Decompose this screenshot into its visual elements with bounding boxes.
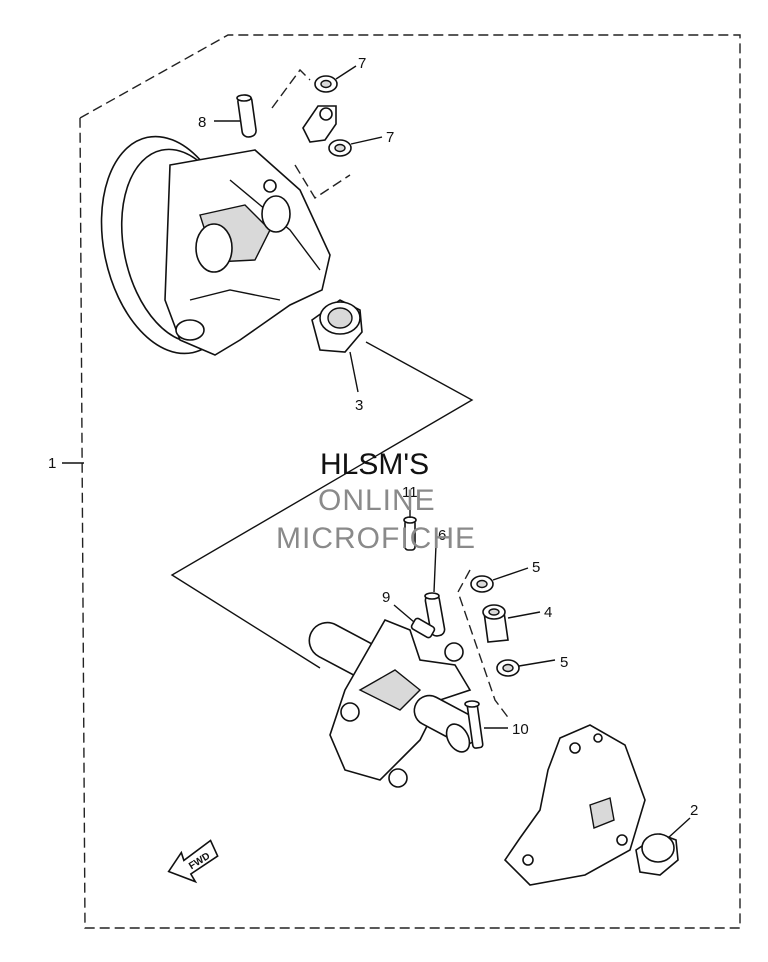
callout-9: 9 — [382, 589, 390, 606]
cover-plate — [503, 724, 646, 886]
callout-10: 10 — [512, 721, 529, 738]
spacer-4 — [482, 604, 509, 643]
bushing-2 — [635, 833, 679, 876]
watermark-line-2: ONLINE — [318, 484, 436, 517]
leader-6 — [433, 544, 437, 593]
leader-7b — [350, 136, 383, 145]
screw-9 — [410, 617, 436, 639]
washer-5-bottom — [496, 659, 520, 677]
callout-4: 4 — [544, 604, 552, 621]
callout-6: 6 — [438, 527, 446, 544]
callout-3: 3 — [355, 397, 363, 414]
assembly-boundary — [79, 34, 741, 929]
callout-5a: 5 — [532, 559, 540, 576]
cam-shaft-assembly — [308, 618, 481, 788]
assembly-link — [170, 341, 474, 669]
leader-3 — [349, 351, 359, 393]
spacer-bracket — [457, 569, 511, 721]
pin-8 — [236, 94, 257, 138]
washer-7-bottom — [328, 139, 352, 157]
leader-9 — [393, 604, 415, 623]
leader-7a — [335, 65, 357, 80]
leader-5b — [518, 659, 556, 667]
leader-4 — [507, 611, 541, 619]
callout-5b: 5 — [560, 654, 568, 671]
callout-7a: 7 — [358, 55, 366, 72]
weight-bracket — [271, 68, 351, 199]
leader-2 — [667, 817, 691, 839]
washer-5-top — [470, 575, 494, 593]
callout-1: 1 — [48, 455, 56, 472]
washer-7-top — [314, 75, 338, 93]
fwd-arrow-icon: FWD — [167, 839, 219, 884]
watermark-line-1: HLSM'S — [320, 448, 429, 481]
callout-7b: 7 — [386, 129, 394, 146]
callout-11: 11 — [402, 484, 418, 501]
secondary-sheave — [100, 135, 331, 356]
callout-2: 2 — [690, 802, 698, 819]
callout-8: 8 — [198, 114, 206, 131]
bushing-3 — [311, 299, 363, 353]
watermark-line-3: MICROFICHE — [276, 522, 476, 555]
leader-5a — [492, 567, 529, 581]
bolt-10 — [464, 700, 484, 749]
bolt-11 — [403, 516, 417, 551]
